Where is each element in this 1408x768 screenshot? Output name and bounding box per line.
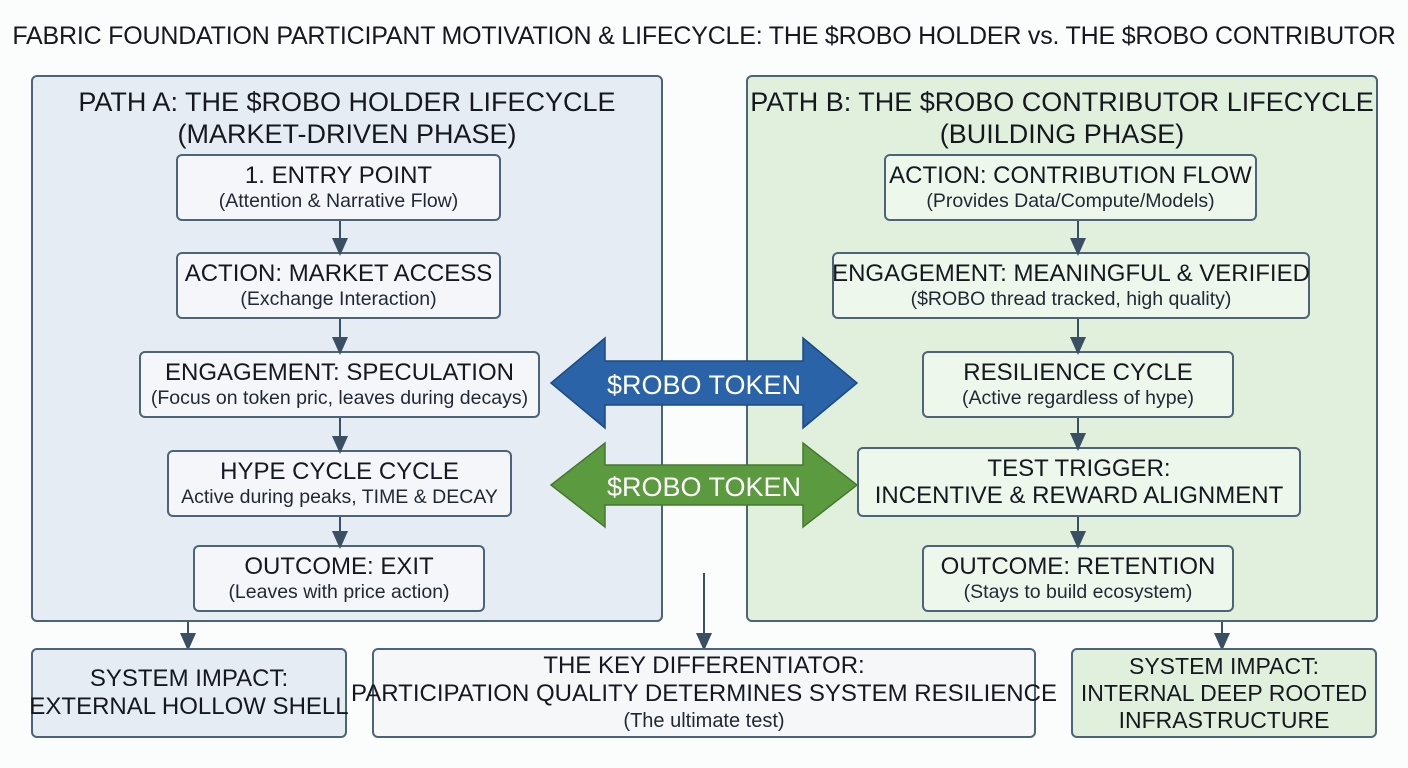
green-token-arrow bbox=[549, 441, 859, 529]
impact-b-line2: INTERNAL DEEP ROOTED bbox=[1080, 679, 1368, 706]
system-impact-a: SYSTEM IMPACT: EXTERNAL HOLLOW SHELL bbox=[29, 648, 349, 738]
path-a-title: PATH A: THE $ROBO HOLDER LIFECYCLE bbox=[78, 87, 616, 117]
step-subtext: ($ROBO thread tracked, high quality) bbox=[910, 288, 1232, 310]
blue-token-label: $ROBO TOKEN bbox=[607, 370, 801, 400]
impact-a-line1: SYSTEM IMPACT: bbox=[89, 665, 289, 692]
differentiator-line1: THE KEY DIFFERENTIATOR: bbox=[543, 652, 865, 679]
path-b-title: PATH B: THE $ROBO CONTRIBUTOR LIFECYCLE bbox=[750, 87, 1374, 117]
step-subtext: (Provides Data/Compute/Models) bbox=[926, 190, 1215, 212]
step-subtext: (Attention & Narrative Flow) bbox=[218, 190, 459, 212]
step-subtext: (Active regardless of hype) bbox=[962, 387, 1194, 409]
path-a-step-exit: OUTCOME: EXIT (Leaves with price action) bbox=[193, 545, 485, 612]
step-subtext: INCENTIVE & REWARD ALIGNMENT bbox=[874, 482, 1284, 509]
step-subtext: (Exchange Interaction) bbox=[240, 288, 437, 310]
step-heading: ENGAGEMENT: SPECULATION bbox=[165, 359, 514, 386]
step-subtext: (Stays to build ecosystem) bbox=[963, 581, 1193, 603]
impact-b-line3: INFRASTRUCTURE bbox=[1118, 706, 1330, 733]
differentiator-line3: (The ultimate test) bbox=[623, 710, 785, 732]
step-heading: 1. ENTRY POINT bbox=[244, 162, 433, 189]
page-title: FABRIC FOUNDATION PARTICIPANT MOTIVATION… bbox=[12, 22, 1396, 50]
step-heading: ENGAGEMENT: MEANINGFUL & VERIFIED bbox=[832, 260, 1310, 287]
step-subtext: (Leaves with price action) bbox=[228, 581, 450, 603]
impact-a-line2: EXTERNAL HOLLOW SHELL bbox=[29, 693, 349, 720]
path-b-step-resilience: RESILIENCE CYCLE (Active regardless of h… bbox=[922, 351, 1234, 418]
step-heading: HYPE CYCLE CYCLE bbox=[220, 458, 459, 485]
path-a-step-entry: 1. ENTRY POINT (Attention & Narrative Fl… bbox=[176, 154, 501, 221]
step-heading: OUTCOME: EXIT bbox=[244, 553, 434, 580]
system-impact-b: SYSTEM IMPACT: INTERNAL DEEP ROOTED INFR… bbox=[1071, 648, 1377, 738]
path-a-step-hype-cycle: HYPE CYCLE CYCLE Active during peaks, TI… bbox=[167, 450, 512, 517]
path-a-step-speculation: ENGAGEMENT: SPECULATION (Focus on token … bbox=[139, 351, 540, 418]
path-b-step-contribution: ACTION: CONTRIBUTION FLOW (Provides Data… bbox=[884, 154, 1257, 221]
step-subtext: (Focus on token pric, leaves during deca… bbox=[150, 387, 529, 409]
path-b-step-engagement: ENGAGEMENT: MEANINGFUL & VERIFIED ($ROBO… bbox=[832, 252, 1310, 319]
step-subtext: Active during peaks, TIME & DECAY bbox=[181, 486, 498, 508]
key-differentiator: THE KEY DIFFERENTIATOR: PARTICIPATION QU… bbox=[351, 648, 1057, 738]
blue-token-arrow bbox=[549, 336, 859, 430]
step-heading: ACTION: CONTRIBUTION FLOW bbox=[889, 162, 1252, 189]
step-heading: ACTION: MARKET ACCESS bbox=[184, 260, 493, 287]
step-heading: TEST TRIGGER: bbox=[987, 455, 1171, 482]
path-b-subtitle: (BUILDING PHASE) bbox=[939, 119, 1185, 149]
green-token-label: $ROBO TOKEN bbox=[607, 472, 801, 502]
step-heading: OUTCOME: RETENTION bbox=[940, 553, 1216, 580]
impact-b-line1: SYSTEM IMPACT: bbox=[1129, 652, 1319, 679]
path-a-subtitle: (MARKET-DRIVEN PHASE) bbox=[177, 119, 517, 149]
path-b-step-retention: OUTCOME: RETENTION (Stays to build ecosy… bbox=[922, 545, 1234, 612]
step-heading: RESILIENCE CYCLE bbox=[963, 359, 1193, 386]
differentiator-line2: PARTICIPATION QUALITY DETERMINES SYSTEM … bbox=[351, 680, 1057, 707]
path-b-step-test-trigger: TEST TRIGGER: INCENTIVE & REWARD ALIGNME… bbox=[857, 447, 1301, 517]
path-a-step-market-access: ACTION: MARKET ACCESS (Exchange Interact… bbox=[176, 252, 501, 319]
